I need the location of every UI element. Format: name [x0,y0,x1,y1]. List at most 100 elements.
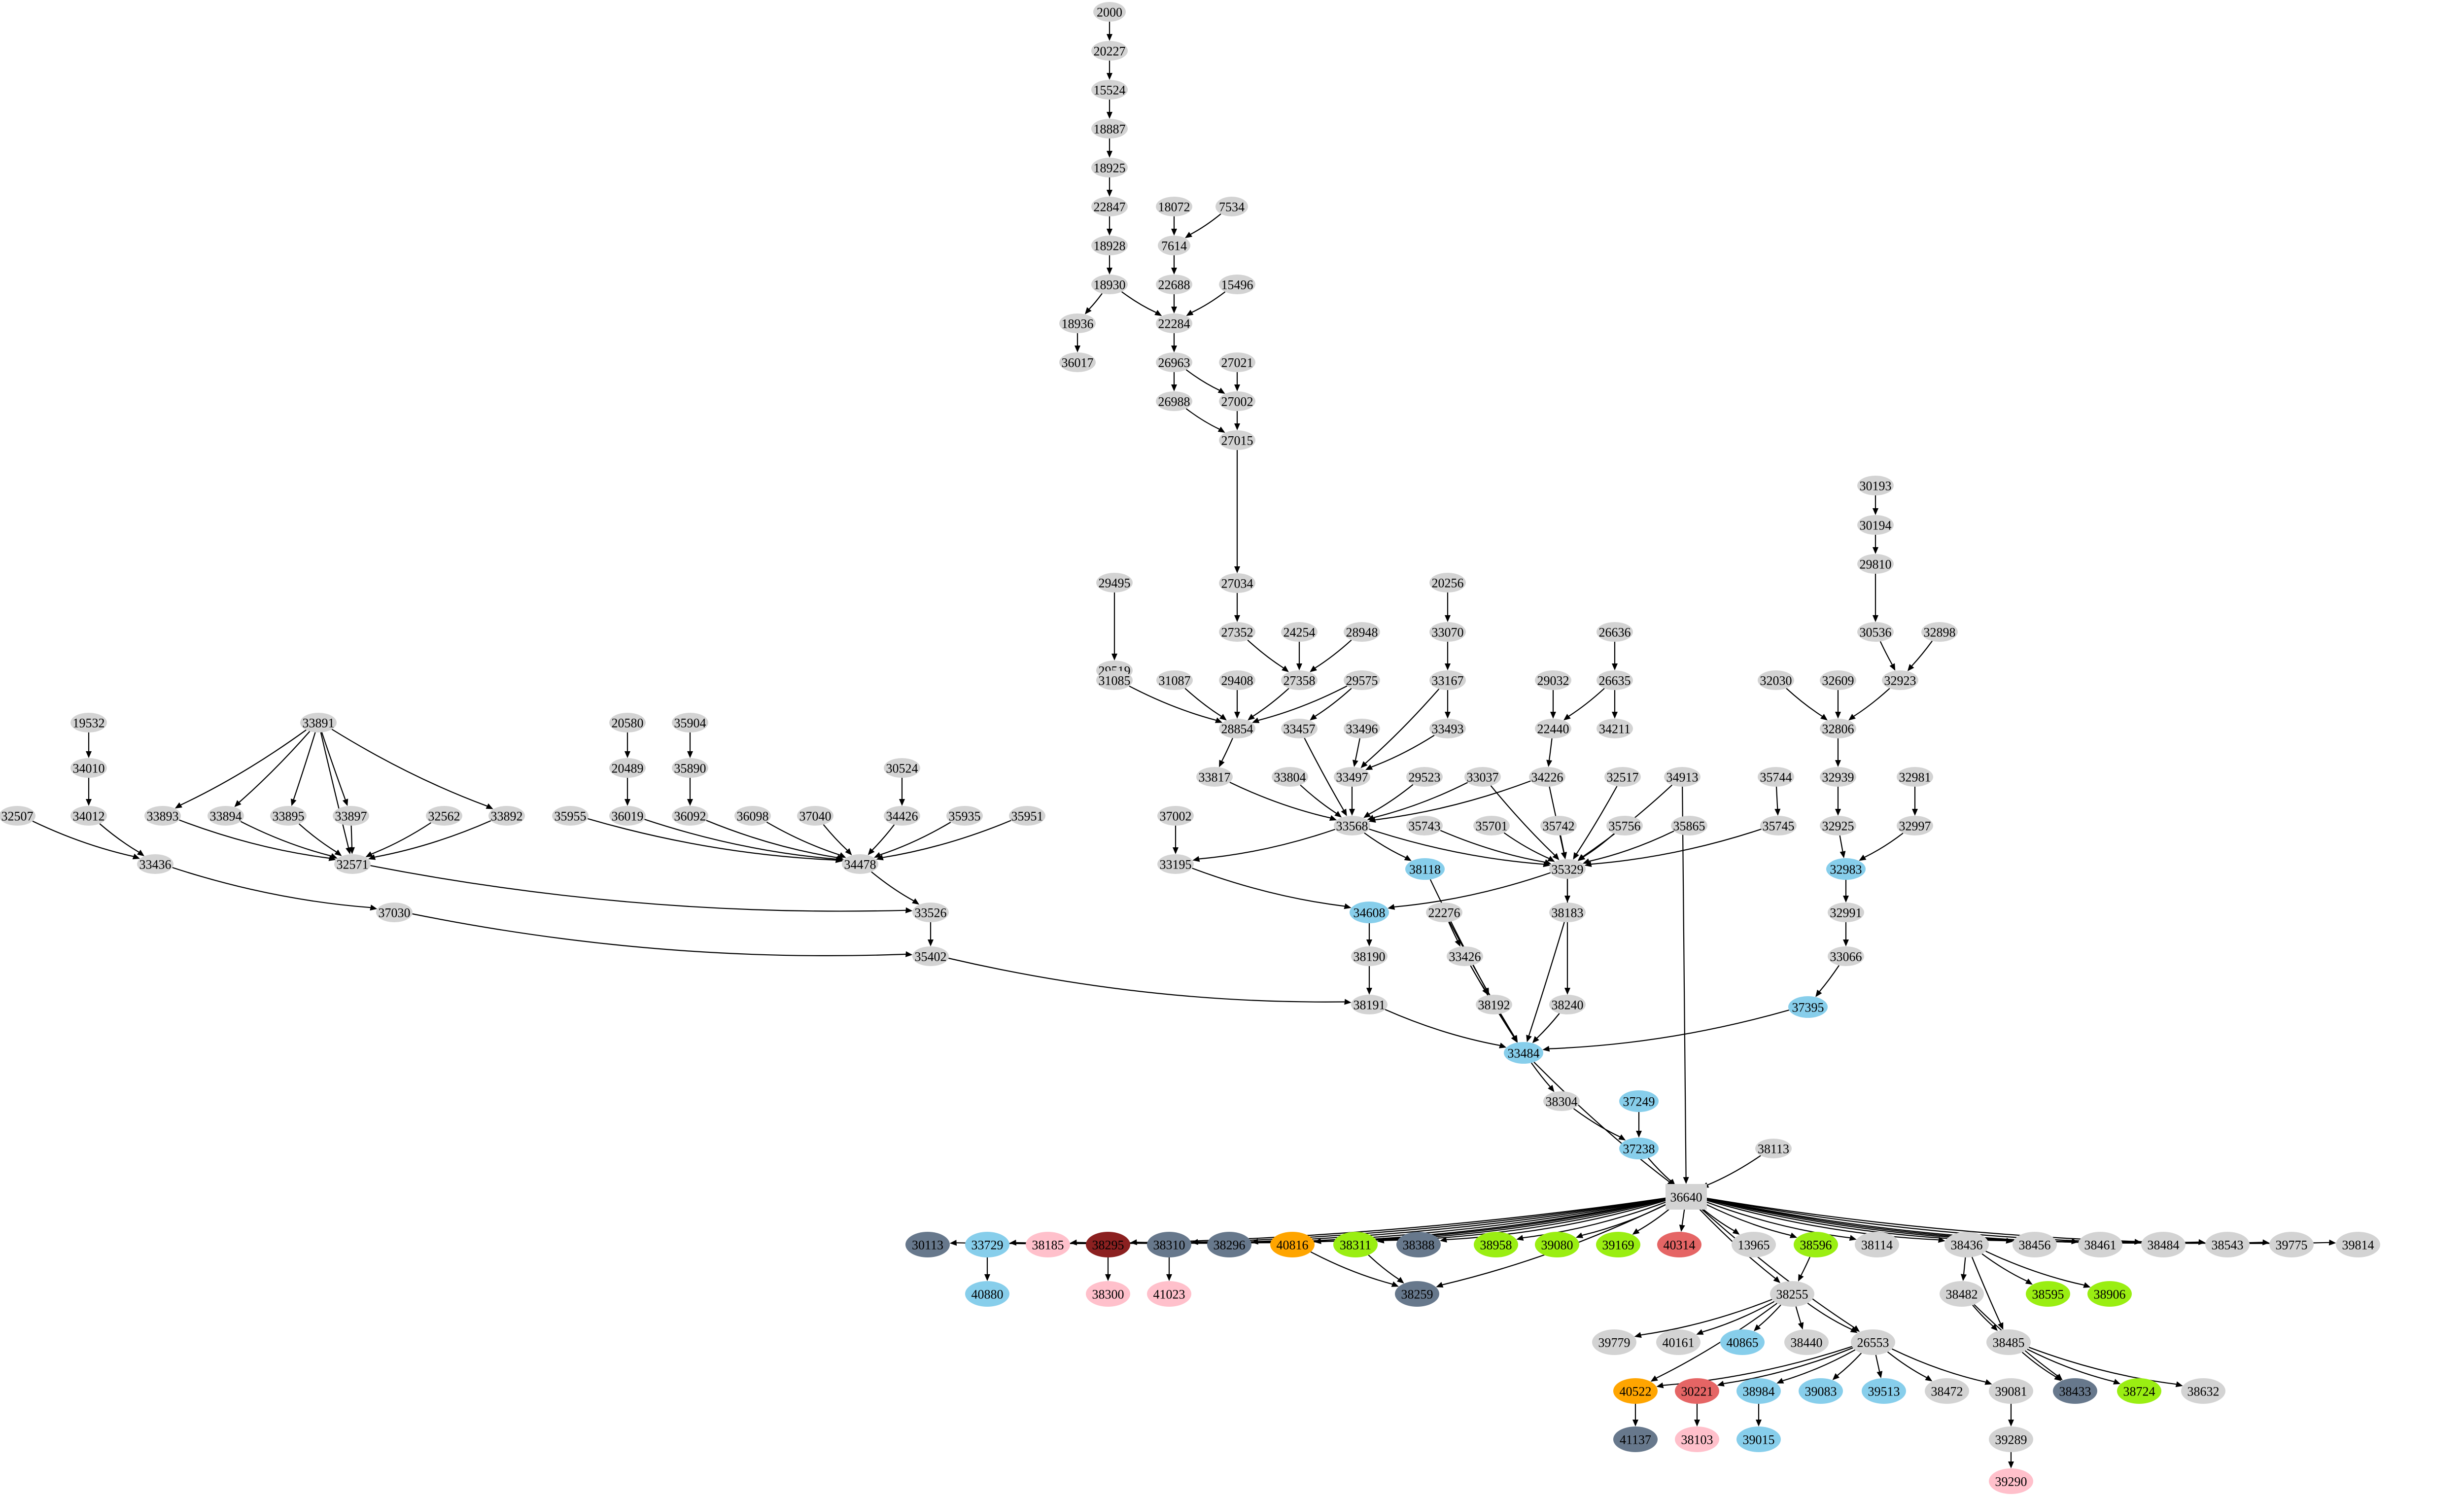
graph-node-32997[interactable]: 32997 [1897,816,1933,835]
node-ellipse[interactable] [1897,816,1933,835]
node-ellipse[interactable] [2205,1232,2250,1257]
node-ellipse[interactable] [1736,1426,1781,1452]
graph-node-29408[interactable]: 29408 [1219,670,1255,690]
graph-node-38596[interactable]: 38596 [1794,1232,1838,1257]
node-ellipse[interactable] [1820,719,1856,738]
node-ellipse[interactable] [208,806,244,826]
graph-node-38259[interactable]: 38259 [1395,1281,1439,1307]
graph-node-22276[interactable]: 22276 [1426,903,1462,922]
node-ellipse[interactable] [1157,854,1194,874]
node-ellipse[interactable] [1596,1232,1640,1257]
node-ellipse[interactable] [609,806,646,826]
node-ellipse[interactable] [1334,767,1370,787]
node-ellipse[interactable] [912,903,949,922]
graph-node-27358[interactable]: 27358 [1281,670,1318,690]
node-ellipse[interactable] [1156,670,1193,690]
node-ellipse[interactable] [1351,946,1388,966]
node-ellipse[interactable] [1473,816,1510,835]
node-ellipse[interactable] [1219,352,1255,372]
graph-node-38485[interactable]: 38485 [1986,1329,2031,1355]
node-ellipse[interactable] [2026,1281,2070,1307]
node-ellipse[interactable] [965,1281,1009,1307]
graph-node-32507[interactable]: 32507 [0,806,35,826]
node-ellipse[interactable] [1059,352,1096,372]
node-ellipse[interactable] [1529,767,1565,787]
graph-node-32562[interactable]: 32562 [426,806,462,826]
node-ellipse[interactable] [1219,670,1255,690]
graph-node-40314[interactable]: 40314 [1657,1232,1701,1257]
node-ellipse[interactable] [1592,1329,1636,1355]
node-ellipse[interactable] [0,806,35,826]
node-ellipse[interactable] [1091,275,1128,294]
node-ellipse[interactable] [2181,1378,2225,1404]
node-ellipse[interactable] [1091,41,1128,61]
node-ellipse[interactable] [797,806,833,826]
node-ellipse[interactable] [1156,275,1192,294]
graph-node-39081[interactable]: 39081 [1989,1378,2033,1404]
graph-node-33484[interactable]: 33484 [1504,1042,1543,1064]
graph-node-35745[interactable]: 35745 [1760,816,1797,835]
node-ellipse[interactable] [1270,1232,1315,1257]
node-ellipse[interactable] [1619,1090,1659,1112]
graph-node-27021[interactable]: 27021 [1219,352,1255,372]
node-ellipse[interactable] [1344,719,1380,738]
node-ellipse[interactable] [1675,1426,1719,1452]
node-ellipse[interactable] [1882,670,1918,690]
node-ellipse[interactable] [1156,391,1192,411]
node-ellipse[interactable] [1026,1232,1070,1257]
node-ellipse[interactable] [1664,767,1701,787]
graph-node-38118[interactable]: 38118 [1405,858,1445,880]
graph-node-38310[interactable]: 38310 [1147,1232,1191,1257]
graph-node-37249[interactable]: 37249 [1619,1090,1659,1112]
node-ellipse[interactable] [1272,767,1308,787]
graph-node-38311[interactable]: 38311 [1333,1232,1378,1257]
node-ellipse[interactable] [884,758,920,778]
graph-node-38461[interactable]: 38461 [2078,1232,2122,1257]
graph-node-20227[interactable]: 20227 [1091,41,1128,61]
graph-node-39290[interactable]: 39290 [1989,1468,2033,1494]
graph-node-35951[interactable]: 35951 [1009,806,1045,826]
node-ellipse[interactable] [1219,719,1255,738]
graph-node-32983[interactable]: 32983 [1826,858,1866,880]
graph-node-34012[interactable]: 34012 [70,806,107,826]
node-ellipse[interactable] [1281,719,1318,738]
node-ellipse[interactable] [1156,313,1192,333]
graph-node-34226[interactable]: 34226 [1529,767,1565,787]
node-ellipse[interactable] [672,758,708,778]
graph-node-33497[interactable]: 33497 [1334,767,1370,787]
node-ellipse[interactable] [1944,1232,1989,1257]
node-ellipse[interactable] [137,854,174,874]
graph-node-34010[interactable]: 34010 [70,758,107,778]
node-ellipse[interactable] [333,806,369,826]
graph-node-39814[interactable]: 39814 [2336,1232,2380,1257]
graph-node-38300[interactable]: 38300 [1086,1281,1130,1307]
node-ellipse[interactable] [1989,1426,2033,1452]
node-ellipse[interactable] [1156,197,1192,216]
node-ellipse[interactable] [1656,1329,1701,1355]
node-ellipse[interactable] [1281,622,1318,642]
node-ellipse[interactable] [1147,1281,1191,1307]
node-ellipse[interactable] [912,946,949,966]
node-ellipse[interactable] [1281,670,1318,690]
node-ellipse[interactable] [1406,816,1443,835]
graph-node-7534[interactable]: 7534 [1215,197,1248,216]
graph-node-33729[interactable]: 33729 [965,1232,1009,1257]
graph-node-33526[interactable]: 33526 [912,903,949,922]
node-ellipse[interactable] [1091,119,1128,139]
graph-node-39080[interactable]: 39080 [1535,1232,1579,1257]
graph-node-39779[interactable]: 39779 [1592,1329,1636,1355]
graph-node-38192[interactable]: 38192 [1476,995,1512,1014]
node-ellipse[interactable] [1091,197,1128,216]
graph-node-33895[interactable]: 33895 [270,806,307,826]
graph-node-33493[interactable]: 33493 [1429,719,1466,738]
node-ellipse[interactable] [1215,197,1248,216]
node-ellipse[interactable] [1619,1138,1659,1159]
graph-node-18930[interactable]: 18930 [1091,275,1128,294]
node-ellipse[interactable] [1989,1468,2033,1494]
node-ellipse[interactable] [1091,236,1128,255]
graph-node-35743[interactable]: 35743 [1406,816,1443,835]
node-ellipse[interactable] [1504,1042,1543,1064]
graph-node-35742[interactable]: 35742 [1540,816,1577,835]
graph-node-39083[interactable]: 39083 [1799,1378,1843,1404]
graph-node-36092[interactable]: 36092 [672,806,708,826]
